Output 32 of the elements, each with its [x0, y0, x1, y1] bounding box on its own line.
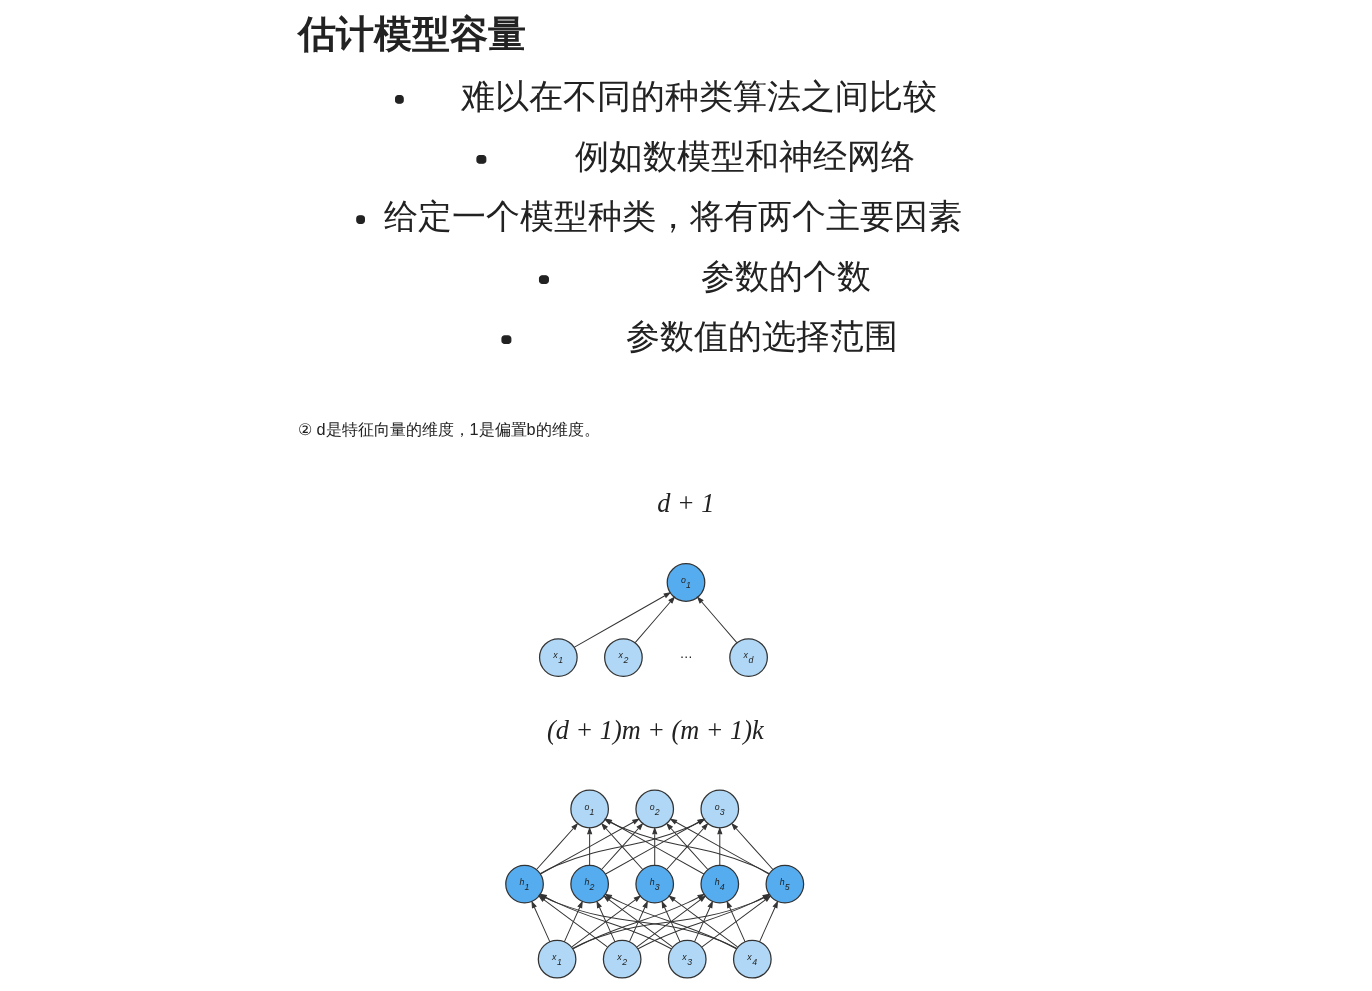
- arrow: [531, 901, 551, 943]
- arrow: [697, 596, 738, 644]
- label: ⋯: [679, 648, 693, 664]
- diagram-title: 估计模型容量: [298, 12, 527, 55]
- label: 参数的个数: [701, 256, 872, 295]
- arrow: [726, 901, 746, 943]
- arrow: [652, 827, 658, 866]
- arrow: [536, 823, 578, 871]
- label: d + 1: [657, 489, 715, 519]
- arrow: [636, 895, 706, 948]
- label: 例如数模型和神经网络: [574, 136, 915, 175]
- label: (d + 1)m + (m + 1)k: [547, 715, 764, 745]
- arrow: [574, 592, 671, 648]
- arrow: [587, 827, 593, 866]
- arrow: [605, 894, 737, 950]
- label: 给定一个模型种类，将有两个主要因素: [384, 196, 963, 235]
- arrow: [693, 901, 713, 943]
- label: 难以在不同的种类算法之间比较: [460, 76, 937, 115]
- arrow: [603, 895, 673, 948]
- label: 参数值的选择范围: [625, 316, 898, 355]
- arrow: [572, 894, 705, 950]
- arrow: [717, 827, 723, 866]
- arrow: [563, 901, 583, 943]
- arrow: [634, 596, 675, 644]
- arrow: [628, 901, 648, 943]
- arrow: [596, 901, 616, 943]
- label: ② d是特征向量的维度，1是偏置b的维度。: [298, 420, 600, 439]
- arrow: [571, 895, 641, 948]
- arrow: [759, 901, 778, 943]
- arrow: [668, 895, 738, 948]
- arrow: [661, 901, 681, 943]
- arrow: [731, 823, 774, 871]
